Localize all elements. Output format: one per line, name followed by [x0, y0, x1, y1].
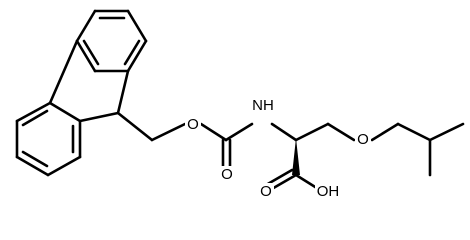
fluorene-ring-system [15, 9, 148, 177]
label-background [258, 183, 274, 199]
label-background [219, 166, 235, 182]
aromatic-bond [123, 39, 141, 66]
aromatic-bond [21, 150, 49, 168]
carbonyl-oxygen-label: O [221, 166, 233, 183]
carbonyl-bond [264, 168, 294, 187]
bond [46, 155, 82, 177]
bond [326, 122, 356, 142]
label-background [315, 183, 341, 199]
bond [75, 9, 97, 43]
bond [116, 111, 154, 142]
bond [370, 122, 400, 142]
aromatic-bond [21, 109, 49, 127]
bond [78, 111, 120, 123]
amide-nitrogen-label: NH [252, 97, 274, 114]
stereo-wedge-bond [292, 138, 300, 175]
acid-oxygen-label: O [260, 183, 272, 200]
bond [15, 155, 50, 177]
carbamate-linker [116, 111, 254, 170]
label-background [251, 96, 275, 114]
carbonyl-bond [268, 173, 298, 192]
bond [48, 39, 79, 105]
hydroxyl-label: OH [317, 183, 340, 200]
bond [294, 122, 330, 142]
aromatic-bond [82, 39, 100, 66]
atom-labels: O O NH O O OH [185, 96, 371, 200]
ether-oxygen-label: O [357, 131, 369, 148]
bond [199, 122, 228, 142]
structural-formula: O O NH O O OH [15, 9, 465, 200]
bond [48, 101, 82, 123]
bond [396, 122, 432, 142]
label-background [355, 131, 371, 147]
bond [150, 122, 187, 142]
amino-acid-backbone [264, 122, 465, 192]
bond [428, 122, 465, 142]
bond [116, 69, 130, 115]
bond [224, 122, 254, 142]
bond [75, 39, 97, 73]
bond [126, 9, 148, 43]
label-background [185, 116, 201, 132]
bond [15, 101, 52, 123]
bond [126, 39, 148, 73]
carbamate-oxygen-label: O [187, 116, 199, 133]
bond [270, 122, 298, 142]
